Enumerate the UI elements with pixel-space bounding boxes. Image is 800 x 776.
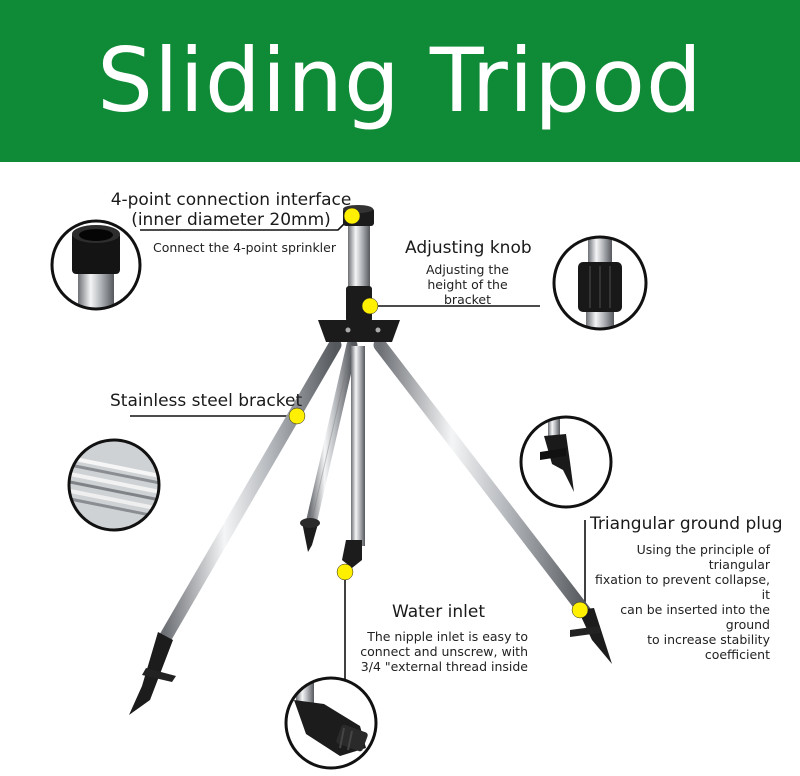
- detail-bracket: [67, 438, 161, 532]
- left-leg: [129, 338, 342, 715]
- plug-desc: Using the principle of triangular fixati…: [585, 542, 770, 662]
- knob-desc-line-1: Adjusting the: [426, 262, 509, 277]
- marker-plug: [571, 601, 589, 619]
- plug-desc-line-3: can be inserted into the ground: [620, 602, 770, 632]
- knob-desc-line-2: height of the bracket: [427, 277, 508, 307]
- bracket-heading: Stainless steel bracket: [110, 391, 303, 411]
- plug-desc-line-1: Using the principle of triangular: [636, 542, 770, 572]
- detail-inlet: [284, 676, 378, 770]
- inlet-nipple: [342, 540, 362, 568]
- inlet-desc-line-1: The nipple inlet is easy to: [367, 629, 528, 644]
- knob-desc: Adjusting the height of the bracket: [405, 262, 530, 307]
- knob-heading: Adjusting knob: [405, 238, 532, 258]
- rear-leg: [300, 339, 358, 552]
- center-column: [318, 205, 400, 568]
- marker-inlet: [336, 563, 354, 581]
- marker-bracket: [288, 407, 306, 425]
- page-title: Sliding Tripod: [97, 29, 703, 132]
- detail-connection: [50, 219, 142, 311]
- connection-desc: Connect the 4-point sprinkler: [153, 240, 336, 255]
- marker-connection: [343, 207, 361, 225]
- connection-heading-line-1: 4-point connection interface: [110, 190, 352, 210]
- connection-heading: 4-point connection interface (inner diam…: [100, 190, 362, 231]
- adjusting-knob: [346, 286, 372, 322]
- detail-knob: [552, 235, 648, 331]
- detail-plug: [519, 415, 613, 509]
- inlet-desc: The nipple inlet is easy to connect and …: [360, 629, 528, 674]
- inlet-heading: Water inlet: [392, 602, 486, 622]
- markers: [288, 207, 589, 619]
- inlet-desc-line-3: 3/4 "external thread inside: [360, 659, 528, 674]
- marker-knob: [361, 297, 379, 315]
- inlet-desc-line-2: connect and unscrew, with: [360, 644, 528, 659]
- right-leg: [373, 338, 612, 664]
- connection-heading-line-2: (inner diameter 20mm): [131, 210, 331, 231]
- plug-desc-line-4: to increase stability coefficient: [647, 632, 770, 662]
- plug-heading: Triangular ground plug: [590, 514, 783, 534]
- plug-desc-line-2: fixation to prevent collapse, it: [595, 572, 770, 602]
- tripod-hub: [318, 320, 400, 342]
- title-banner: Sliding Tripod: [0, 0, 800, 162]
